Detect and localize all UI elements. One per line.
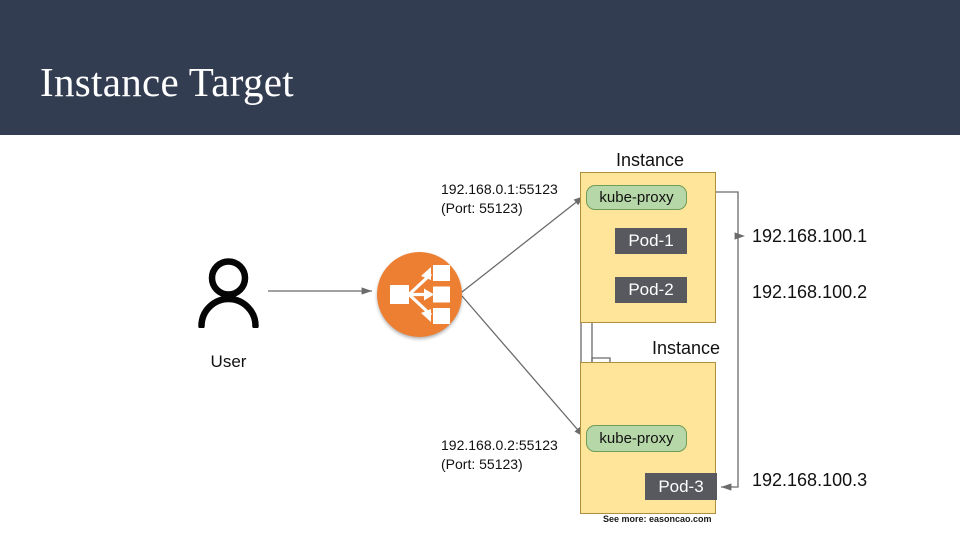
wire-lb-to-kubeproxy-1 bbox=[461, 195, 585, 293]
user-icon bbox=[198, 258, 259, 328]
pod-1-ip-label: 192.168.100.1 bbox=[752, 226, 868, 246]
pod-2[interactable]: Pod-2 bbox=[615, 277, 687, 303]
endpoint-1-port: (Port: 55123) bbox=[441, 200, 523, 216]
pod-3[interactable]: Pod-3 bbox=[645, 473, 717, 500]
endpoint-2-address: 192.168.0.2:55123 bbox=[441, 437, 558, 453]
pod-3-ip-label: 192.168.100.3 bbox=[752, 470, 868, 490]
title-band bbox=[0, 0, 960, 135]
pod-1[interactable]: Pod-1 bbox=[615, 228, 687, 254]
instance-1-caption: Instance bbox=[616, 150, 685, 170]
kube-proxy-2[interactable]: kube-proxy bbox=[586, 425, 687, 452]
page-title: Instance Target bbox=[40, 59, 294, 105]
load-balancer-glyph bbox=[390, 265, 450, 324]
instance-2-caption: Instance bbox=[652, 338, 721, 358]
endpoint-2-port: (Port: 55123) bbox=[441, 456, 523, 472]
endpoint-2-label: 192.168.0.2:55123 (Port: 55123) bbox=[441, 436, 558, 474]
user-label: User bbox=[210, 352, 247, 371]
wire-lb-to-kubeproxy-2 bbox=[461, 295, 585, 438]
footer-note: See more: easoncao.com bbox=[603, 514, 712, 524]
pod-2-ip-label: 192.168.100.2 bbox=[752, 282, 868, 302]
endpoint-1-address: 192.168.0.1:55123 bbox=[441, 181, 558, 197]
load-balancer-icon[interactable] bbox=[377, 252, 462, 337]
kube-proxy-1[interactable]: kube-proxy bbox=[586, 185, 687, 210]
endpoint-1-label: 192.168.0.1:55123 (Port: 55123) bbox=[441, 180, 558, 218]
